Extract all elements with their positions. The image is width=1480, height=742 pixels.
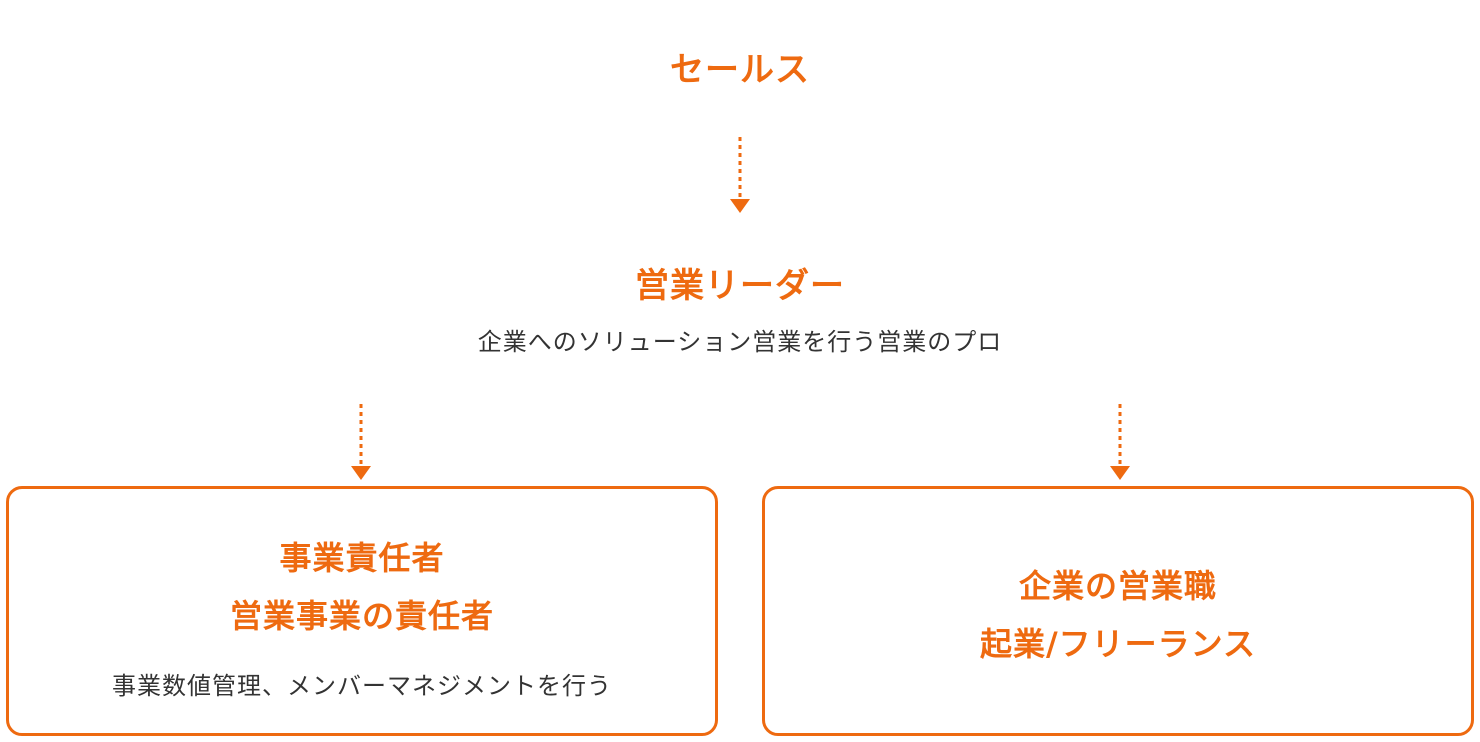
leader-node-description: 企業へのソリューション営業を行う営業のプロ [477,328,1003,356]
sales-node-title: セールス [670,50,810,90]
arrow-leader-to-corporate-sales [1110,404,1130,480]
arrow-leader-to-business-owner [351,404,371,480]
arrow-sales-to-leader [730,137,750,213]
corporate-sales-box: 企業の営業職 起業/フリーランス [762,486,1474,736]
leader-node-title: 営業リーダー [635,266,845,306]
business-owner-title-line1: 事業責任者 [279,539,445,577]
corporate-sales-title-line1: 企業の営業職 [1018,567,1217,605]
business-owner-description: 事業数値管理、メンバーマネジメントを行う [112,672,612,700]
business-owner-title-line2: 営業事業の責任者 [229,597,494,635]
corporate-sales-title-line2: 起業/フリーランス [979,625,1257,663]
business-owner-box: 事業責任者 営業事業の責任者 事業数値管理、メンバーマネジメントを行う [6,486,718,736]
